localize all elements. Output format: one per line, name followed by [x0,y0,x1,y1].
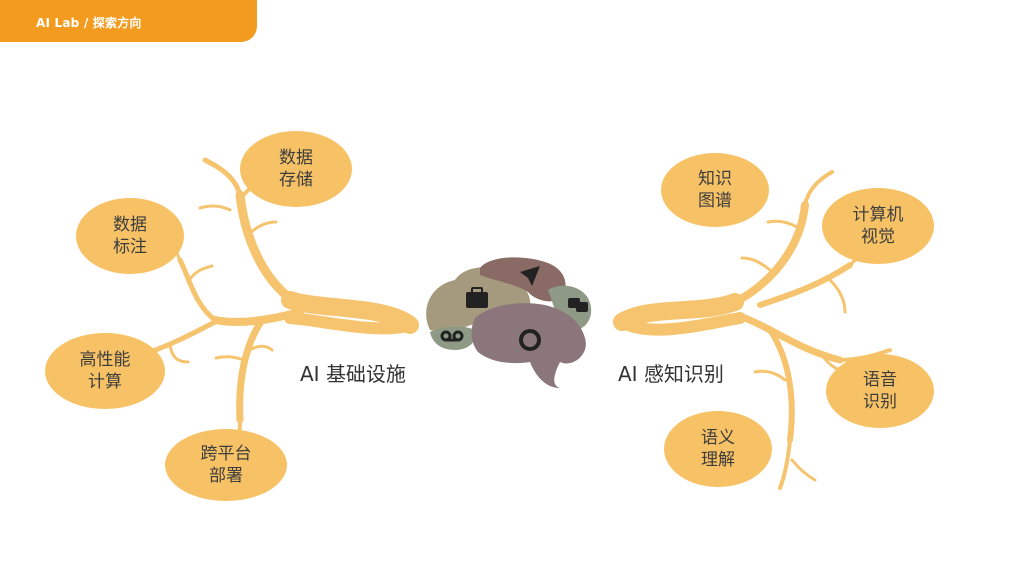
brain-graphic [426,257,592,388]
node-knowledge-graph[interactable] [661,153,769,227]
node-label-knowledge-graph: 知识 图谱 [698,169,732,211]
node-label-data-labeling: 数据 标注 [113,215,147,257]
node-speech-recognition[interactable] [826,354,934,428]
node-cross-platform[interactable] [165,429,287,501]
briefcase-icon [466,287,488,308]
lifebuoy-icon [519,329,541,351]
node-label-cross-platform: 跨平台 部署 [200,444,252,486]
node-label-speech-recognition: 语音 识别 [863,370,897,412]
node-semantic-understanding[interactable] [664,411,772,487]
paper-plane-icon [520,266,540,286]
node-label-hpc: 高性能 计算 [79,350,131,392]
left-tree [147,157,419,454]
voicemail-icon [440,330,464,342]
right-branch-title: AI 感知识别 [618,362,724,386]
node-label-computer-vision: 计算机 视觉 [852,205,904,247]
left-branch-title: AI 基础设施 [300,362,406,386]
node-label-semantic-understanding: 语义 理解 [701,428,735,470]
node-computer-vision[interactable] [822,188,934,264]
breadcrumb: AI Lab / 探索方向 [36,16,142,30]
chat-bubbles-icon [568,298,588,312]
node-label-data-storage: 数据 存储 [279,148,313,190]
node-data-storage[interactable] [240,131,352,207]
header-tab: AI Lab / 探索方向 [0,0,257,42]
node-data-labeling[interactable] [76,198,184,274]
right-tree [613,170,892,490]
node-hpc[interactable] [45,333,165,409]
